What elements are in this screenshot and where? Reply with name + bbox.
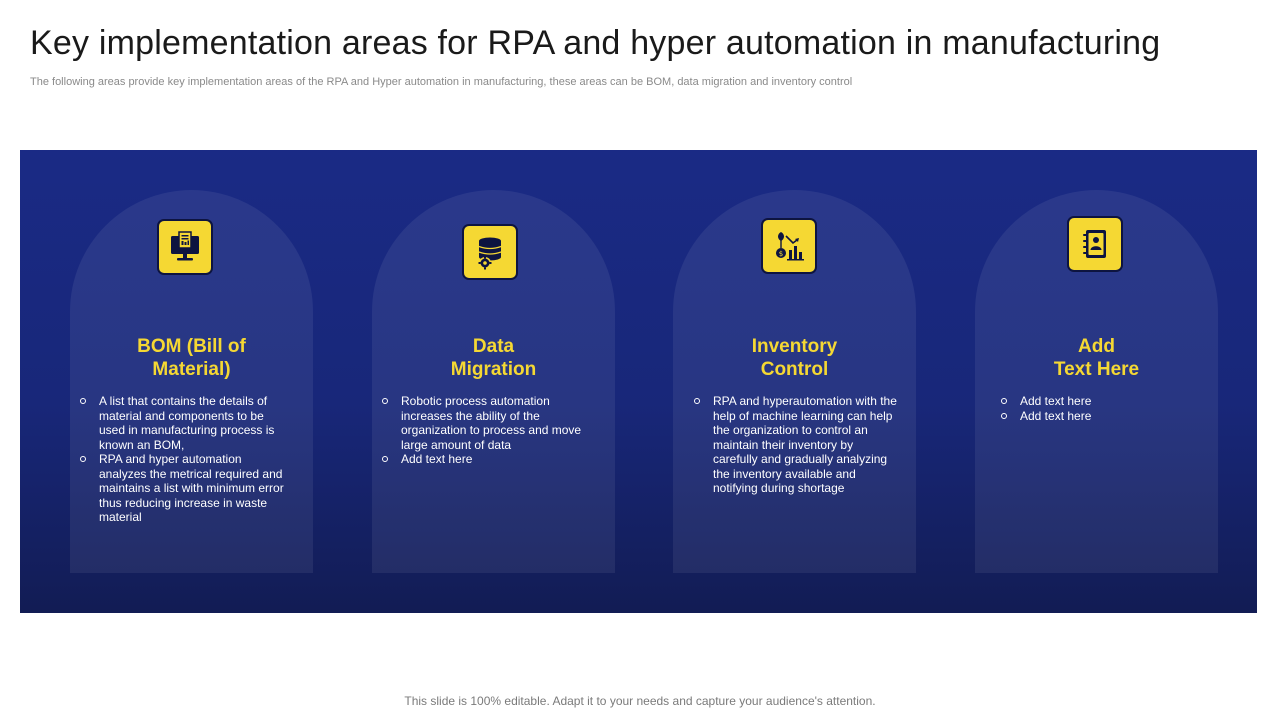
contact-book-icon bbox=[1067, 216, 1123, 272]
list-item: A list that contains the details of mate… bbox=[80, 394, 292, 452]
card-inventory-control: $ Inventory Control RPA and hyperautomat… bbox=[673, 190, 916, 573]
slide-footer: This slide is 100% editable. Adapt it to… bbox=[404, 694, 876, 708]
list-item: RPA and hyper automation analyzes the me… bbox=[80, 452, 292, 525]
slide-title: Key implementation areas for RPA and hyp… bbox=[30, 24, 1161, 62]
card-bom: BOM (Bill of Material) A list that conta… bbox=[70, 190, 313, 573]
bullet-list: Add text here Add text here bbox=[1001, 394, 1201, 423]
slide-subtitle: The following areas provide key implemen… bbox=[30, 76, 853, 88]
database-gear-icon bbox=[462, 224, 518, 280]
card-title: BOM (Bill of Material) bbox=[137, 336, 246, 380]
card-title: Data Migration bbox=[450, 336, 537, 380]
svg-text:$: $ bbox=[779, 250, 783, 258]
card-data-migration: Data Migration Robotic process automatio… bbox=[372, 190, 615, 573]
list-item: RPA and hyperautomation with the help of… bbox=[694, 394, 900, 496]
bullet-list: Robotic process automation increases the… bbox=[382, 394, 596, 467]
content-panel: BOM (Bill of Material) A list that conta… bbox=[20, 150, 1257, 613]
card-title: Inventory Control bbox=[751, 336, 838, 380]
list-item: Add text here bbox=[1001, 394, 1201, 409]
list-item: Add text here bbox=[382, 452, 596, 467]
list-item: Robotic process automation increases the… bbox=[382, 394, 596, 452]
list-item: Add text here bbox=[1001, 409, 1201, 424]
monitor-document-icon bbox=[157, 219, 213, 275]
card-add-text: Add Text Here Add text here Add text her… bbox=[975, 190, 1218, 573]
bullet-list: A list that contains the details of mate… bbox=[80, 394, 292, 525]
bullet-list: RPA and hyperautomation with the help of… bbox=[694, 394, 900, 496]
card-title: Add Text Here bbox=[1053, 336, 1140, 380]
growth-chart-icon: $ bbox=[761, 218, 817, 274]
